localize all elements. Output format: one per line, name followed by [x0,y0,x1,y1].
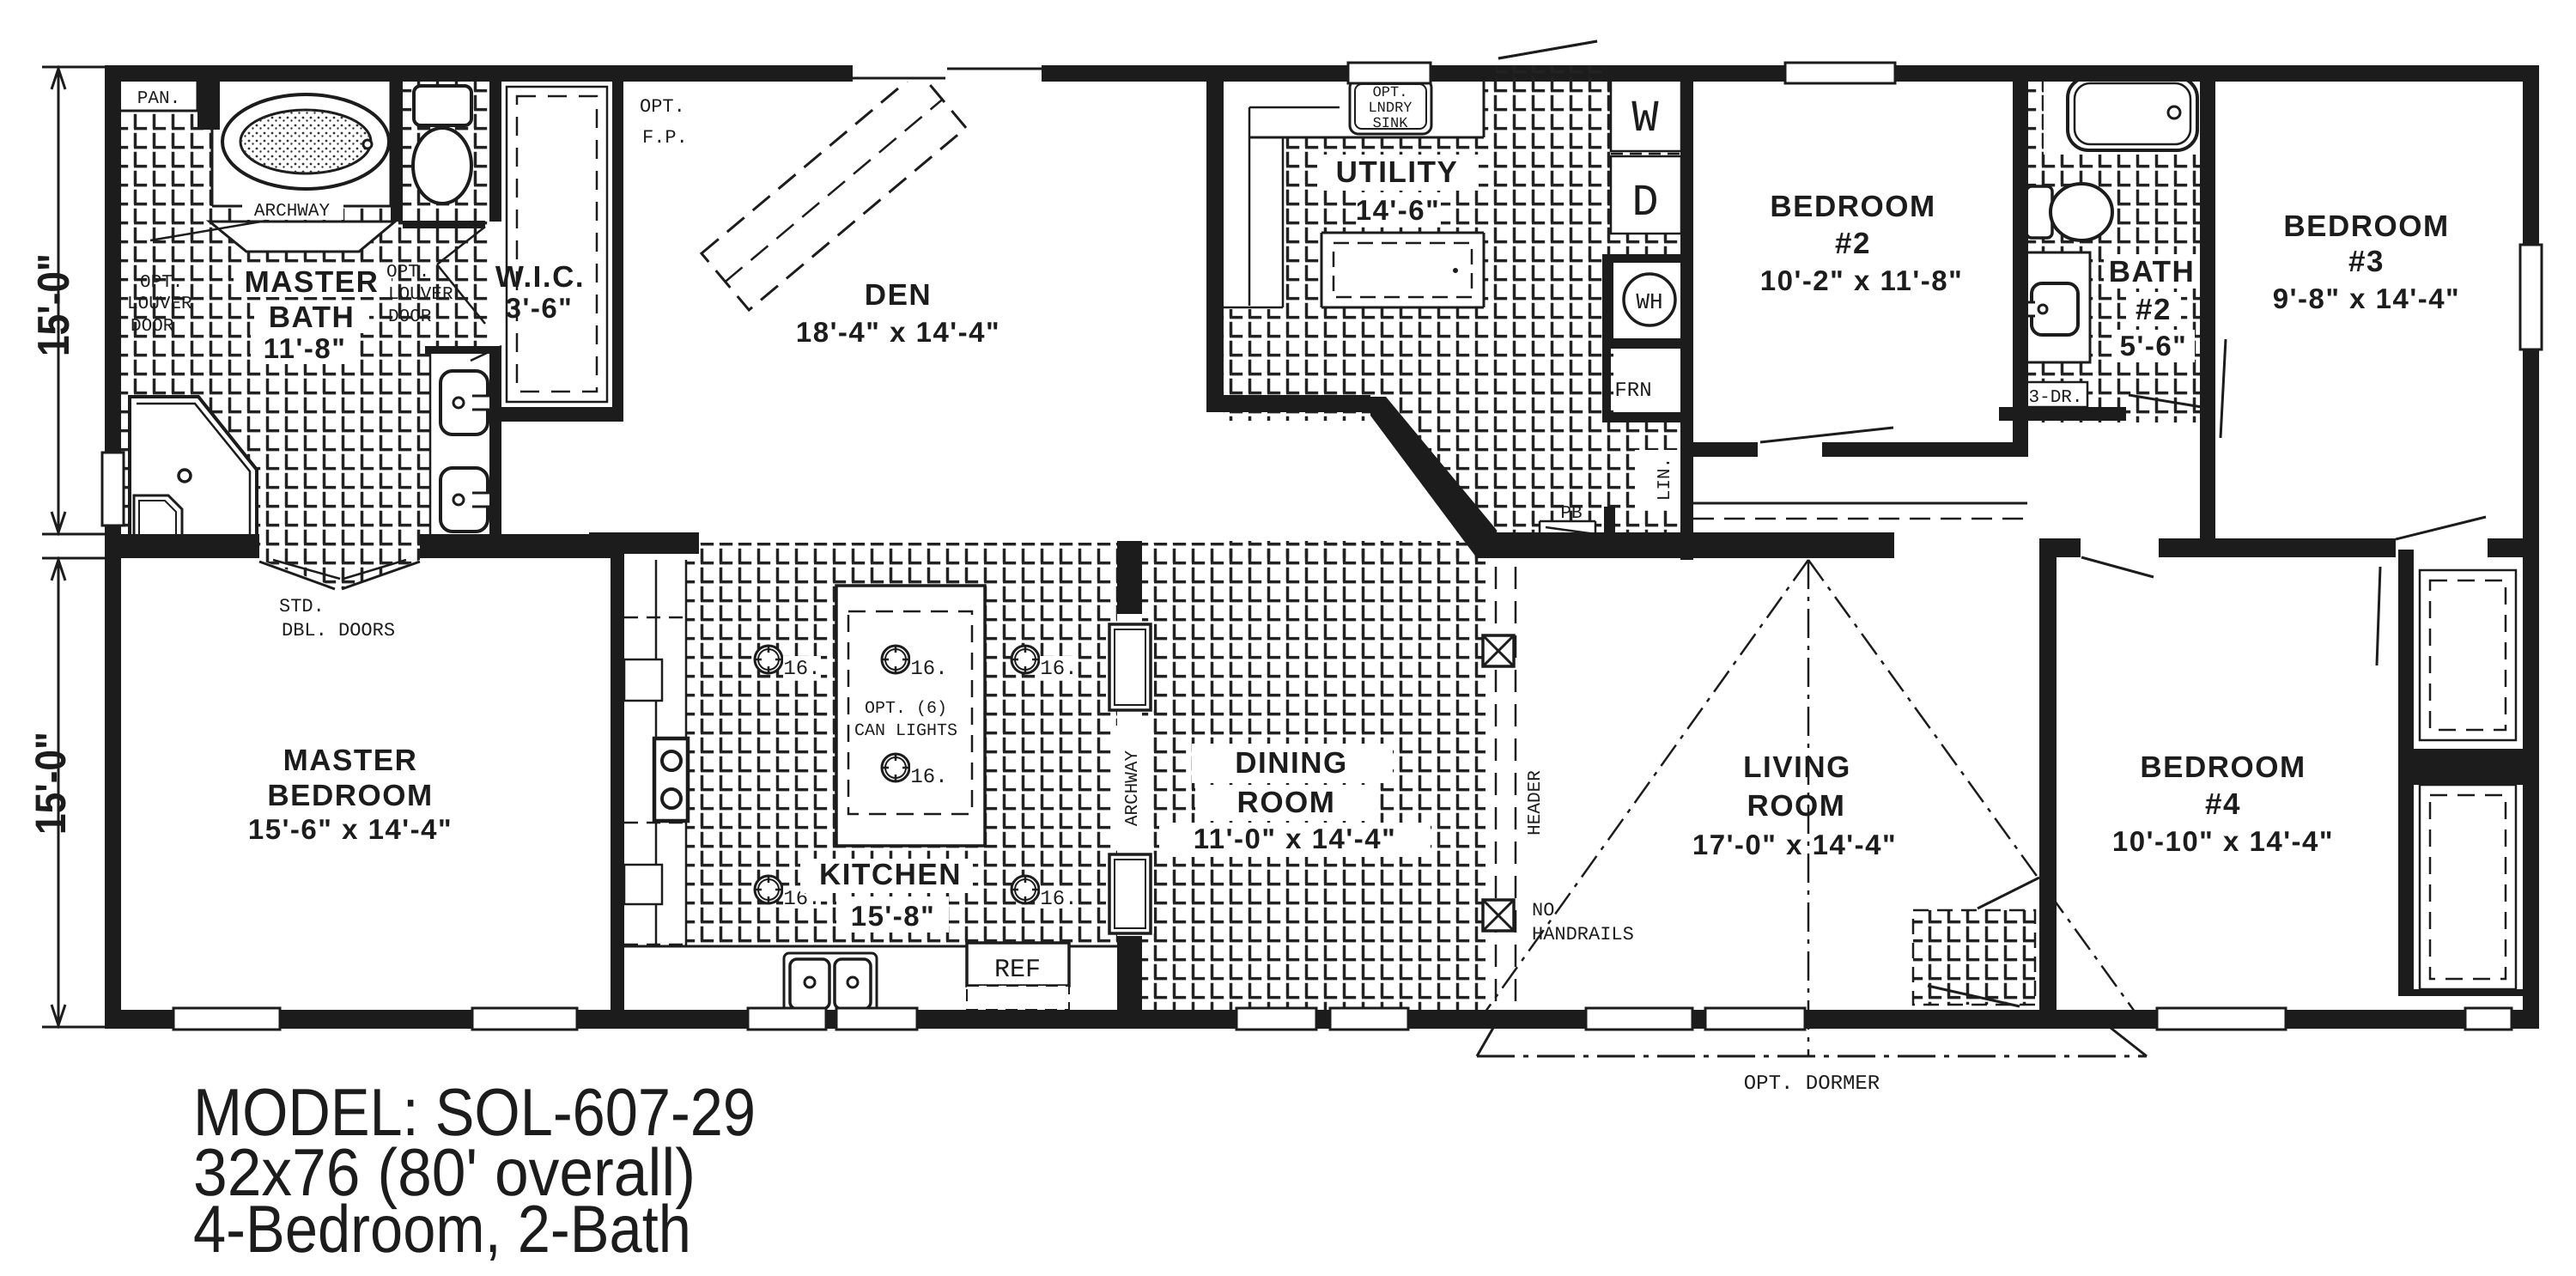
svg-text:4-Bedroom, 2-Bath: 4-Bedroom, 2-Bath [193,1191,691,1267]
svg-text:LIVING: LIVING [1743,750,1851,784]
svg-text:10'-2" x 11'-8": 10'-2" x 11'-8" [1760,264,1963,296]
svg-text:LOUVER: LOUVER [388,285,453,305]
svg-text:LIN.: LIN. [1656,458,1675,501]
svg-text:9'-8" x 14'-4": 9'-8" x 14'-4" [2273,283,2460,314]
svg-text:14'-6": 14'-6" [1356,194,1441,226]
svg-text:OPT.: OPT. [640,96,685,118]
svg-text:SINK: SINK [1373,116,1409,132]
svg-text:CAN LIGHTS: CAN LIGHTS [854,721,957,741]
svg-text:10'-10" x 14'-4": 10'-10" x 14'-4" [2112,825,2334,857]
svg-text:PAN.: PAN. [137,89,180,109]
svg-text:16.: 16. [783,658,820,681]
svg-text:HANDRAILS: HANDRAILS [1532,924,1634,945]
svg-text:#2: #2 [2136,293,2172,326]
svg-text:15'-8": 15'-8" [851,900,936,932]
svg-text:BEDROOM: BEDROOM [2140,750,2306,784]
svg-text:16.: 16. [910,658,947,681]
svg-text:ARCHWAY: ARCHWAY [1123,750,1143,826]
svg-text:REF: REF [994,956,1041,985]
svg-text:16.: 16. [910,766,947,789]
svg-text:MODEL: SOL-607-29: MODEL: SOL-607-29 [193,1074,756,1150]
svg-text:3-DR.: 3-DR. [2028,388,2082,408]
svg-text:BEDROOM: BEDROOM [267,779,433,812]
svg-text:KITCHEN: KITCHEN [819,858,962,891]
svg-text:ARCHWAY: ARCHWAY [254,202,331,222]
svg-text:#2: #2 [1835,227,1871,260]
svg-text:OPT. (6): OPT. (6) [865,699,947,719]
svg-text:16.: 16. [1040,658,1077,681]
svg-text:3'-6": 3'-6" [506,292,574,324]
svg-text:BEDROOM: BEDROOM [1770,190,1935,223]
svg-text:W.I.C.: W.I.C. [495,260,585,294]
svg-text:D: D [1631,178,1658,228]
svg-text:STD.: STD. [279,596,325,617]
svg-text:32x76 (80' overall): 32x76 (80' overall) [193,1134,696,1210]
svg-text:DINING: DINING [1235,746,1348,780]
svg-text:16.: 16. [1040,888,1077,911]
svg-text:F.P.: F.P. [642,127,688,149]
svg-text:OPT.: OPT. [140,273,183,293]
svg-text:11'-8": 11'-8" [264,332,347,364]
svg-text:OPT. DORMER: OPT. DORMER [1744,1072,1880,1096]
svg-text:OPT.: OPT. [1373,85,1408,101]
svg-text:DEN: DEN [865,278,932,312]
svg-text:17'-0" x 14'-4": 17'-0" x 14'-4" [1692,829,1897,860]
svg-text:BATH: BATH [2109,255,2196,289]
svg-text:FRN: FRN [1614,380,1651,403]
svg-text:#4: #4 [2205,787,2241,821]
svg-text:11'-0" x 14'-4": 11'-0" x 14'-4" [1194,823,1396,854]
svg-text:W: W [1631,94,1659,144]
svg-text:PB: PB [1560,504,1582,524]
svg-text:#3: #3 [2348,245,2385,278]
svg-text:OPT.: OPT. [386,263,429,283]
svg-text:NO: NO [1532,900,1554,921]
svg-text:UTILITY: UTILITY [1336,155,1459,189]
svg-text:BATH: BATH [269,301,355,334]
svg-text:ROOM: ROOM [1747,789,1846,823]
svg-text:DOOR: DOOR [131,317,174,337]
svg-text:15'-0": 15'-0" [29,253,79,356]
svg-text:HEADER: HEADER [1526,770,1546,835]
svg-text:BEDROOM: BEDROOM [2283,210,2449,243]
svg-text:15'-0": 15'-0" [27,732,75,835]
svg-text:LOUVER: LOUVER [127,295,192,314]
svg-text:DBL. DOORS: DBL. DOORS [282,620,395,641]
svg-text:LNDRY: LNDRY [1368,100,1412,117]
svg-text:WH: WH [1636,289,1662,315]
svg-text:DOOR: DOOR [388,307,432,327]
svg-text:MASTER: MASTER [283,744,418,777]
svg-text:15'-6" x 14'-4": 15'-6" x 14'-4" [248,813,453,845]
svg-text:ROOM: ROOM [1237,786,1336,819]
svg-text:MASTER: MASTER [245,265,380,299]
svg-text:5'-6": 5'-6" [2120,330,2188,362]
svg-text:18'-4" x 14'-4": 18'-4" x 14'-4" [796,316,1000,348]
